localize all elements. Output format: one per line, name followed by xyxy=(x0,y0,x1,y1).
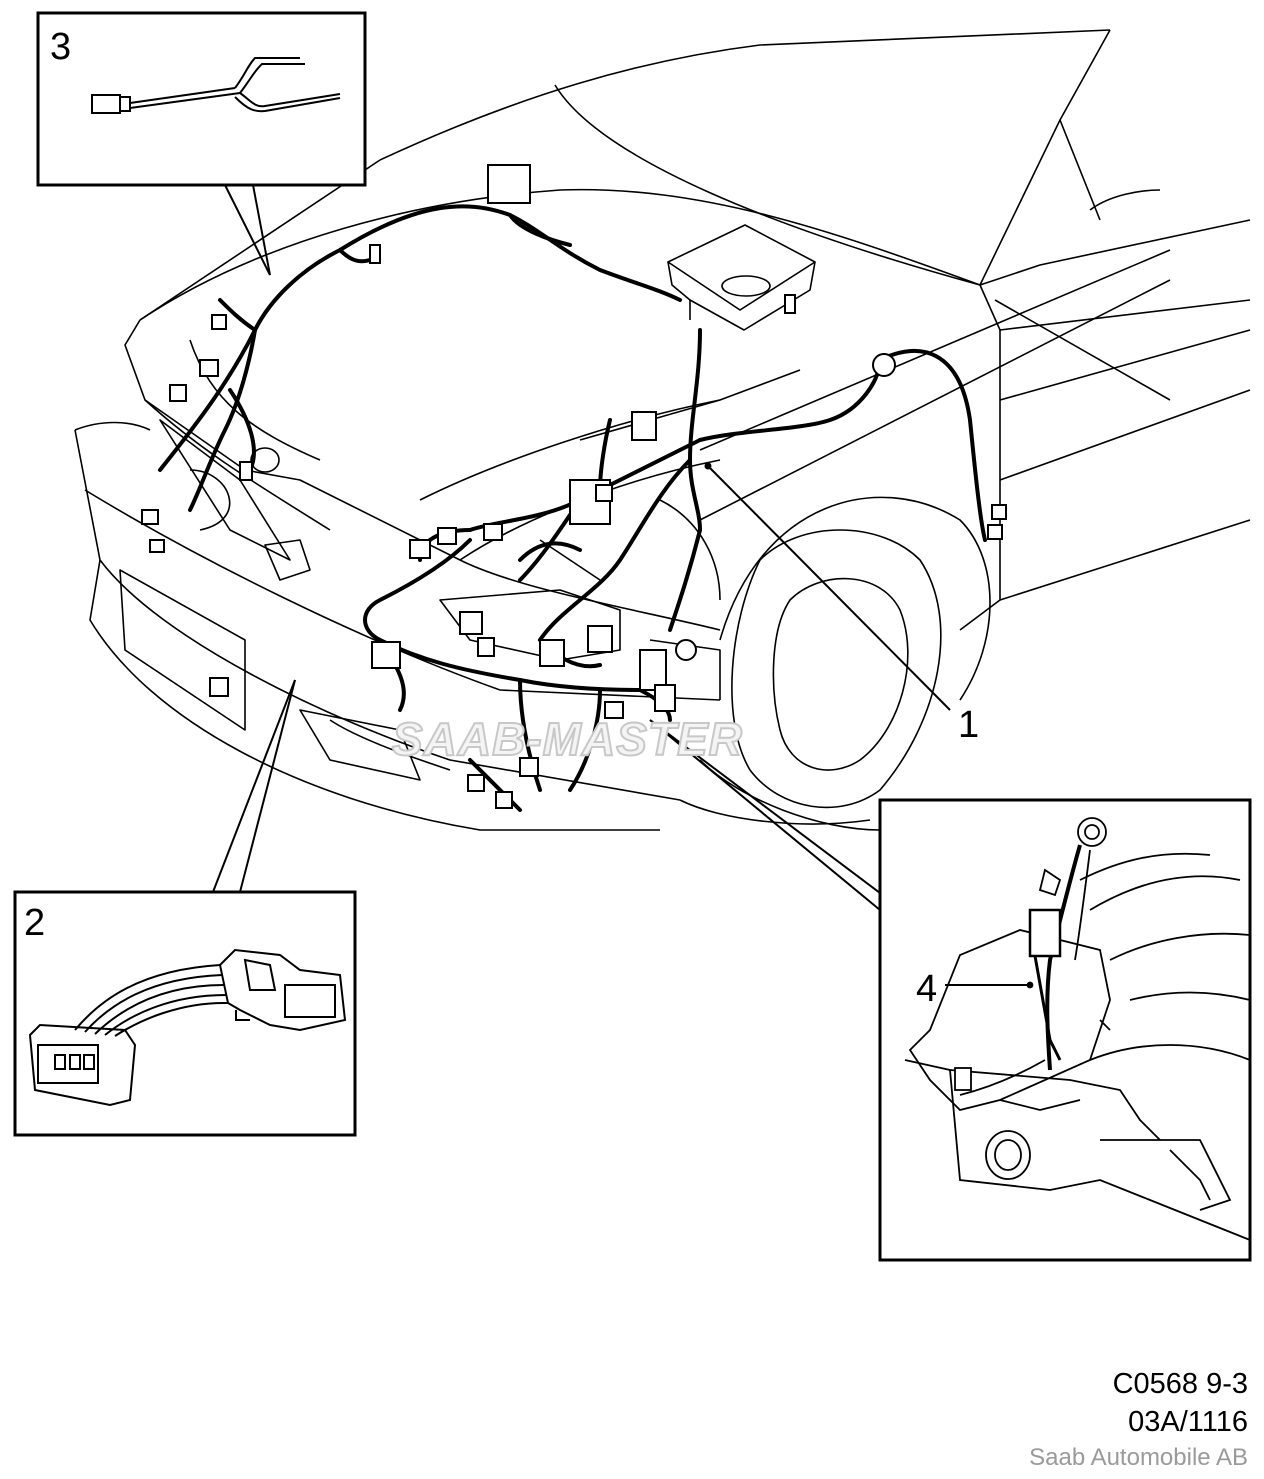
inset-2-drawing xyxy=(13,890,357,1137)
callout-label-4: 4 xyxy=(916,968,938,1010)
leader-line-2b xyxy=(239,679,296,893)
leader-line-4a xyxy=(649,719,881,894)
callout-label-2: 2 xyxy=(24,902,46,944)
callout-label-1: 1 xyxy=(958,704,980,746)
leader-line-1 xyxy=(707,465,951,711)
watermark-text: SAAB-MASTER xyxy=(391,712,743,766)
leader-line-4b xyxy=(649,719,881,911)
inset-4-drawing xyxy=(878,798,1252,1262)
leader-lines xyxy=(212,184,951,911)
company-name: Saab Automobile AB xyxy=(1029,1444,1248,1471)
leader-line-2a xyxy=(212,679,296,893)
diagram-reference: 03A/1116 xyxy=(1128,1406,1248,1438)
connectors xyxy=(141,164,1007,809)
leader-line-3a xyxy=(224,184,271,276)
inset-3-drawing xyxy=(36,11,367,187)
diagram-code: C0568 9-3 xyxy=(1112,1368,1248,1400)
callout-label-3: 3 xyxy=(50,26,72,68)
leader-line-3b xyxy=(252,184,271,276)
